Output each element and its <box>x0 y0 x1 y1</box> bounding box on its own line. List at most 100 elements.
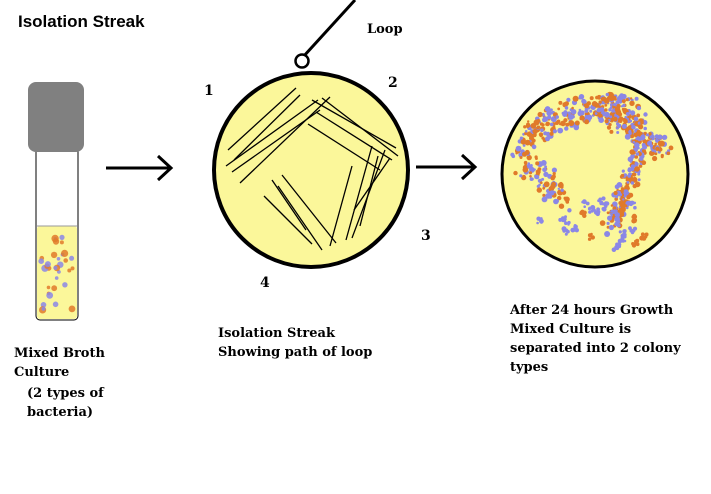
isolated-colony <box>601 196 606 201</box>
colony <box>542 167 547 173</box>
colony <box>618 117 622 122</box>
colony <box>526 122 530 127</box>
colony <box>636 105 642 111</box>
colony <box>515 145 522 152</box>
colony <box>604 119 609 124</box>
colony <box>595 95 599 100</box>
colony <box>635 152 640 156</box>
colony <box>630 181 635 185</box>
colony <box>522 174 526 178</box>
arrow-2 <box>416 153 478 181</box>
isolated-colony <box>628 200 633 205</box>
isolated-colony <box>590 209 594 213</box>
colony <box>544 165 547 169</box>
isolated-colony <box>631 242 635 246</box>
colony <box>540 128 544 132</box>
colony <box>571 106 574 110</box>
colony <box>550 183 556 190</box>
test-tube <box>28 82 84 321</box>
colony <box>609 107 612 110</box>
colony <box>654 152 658 156</box>
isolated-colony <box>623 235 627 239</box>
colony <box>544 106 551 112</box>
colony <box>584 103 590 109</box>
colony <box>565 200 570 204</box>
broth-bacterium <box>52 301 59 308</box>
colony <box>628 129 632 133</box>
colony <box>609 103 614 107</box>
colony <box>618 112 623 117</box>
colony <box>654 142 657 146</box>
colony <box>567 111 571 115</box>
colony <box>637 121 642 125</box>
colony <box>621 98 626 104</box>
colony <box>542 186 546 190</box>
colony <box>604 108 608 112</box>
colony <box>616 123 622 129</box>
colony <box>598 113 603 119</box>
colony <box>621 123 627 129</box>
colony <box>568 114 574 120</box>
colony <box>638 124 644 130</box>
isolated-colony <box>564 228 569 232</box>
colony <box>643 112 648 117</box>
colony <box>642 148 646 153</box>
colony <box>533 129 537 133</box>
colony <box>558 100 563 105</box>
colony <box>634 161 639 166</box>
isolated-colony <box>564 232 568 236</box>
colony <box>510 152 515 157</box>
colony <box>578 96 582 100</box>
colony <box>614 197 618 201</box>
tube-caption: Mixed Broth Culture (2 types of bacteria… <box>14 344 105 422</box>
colony <box>526 152 530 155</box>
broth-bacterium <box>41 306 46 311</box>
colony <box>614 184 620 190</box>
tube-cap <box>28 82 84 152</box>
colony <box>527 120 530 123</box>
broth-bacterium <box>61 249 69 257</box>
tube-caption-line2: Culture <box>14 365 70 380</box>
colony <box>519 136 524 140</box>
colony <box>541 196 548 203</box>
colony <box>636 129 641 134</box>
colony <box>531 144 537 150</box>
colony <box>625 112 630 116</box>
colony <box>584 108 589 113</box>
colony <box>549 122 554 127</box>
colony <box>662 134 668 140</box>
broth-bacterium <box>63 258 68 263</box>
colony <box>620 187 625 191</box>
colony <box>533 168 536 171</box>
colony <box>557 195 562 201</box>
colony <box>536 187 542 193</box>
colony <box>640 121 644 125</box>
colony <box>628 159 632 162</box>
colony <box>564 126 569 131</box>
colony <box>651 149 655 152</box>
isolated-colony <box>621 204 626 209</box>
broth-bacterium <box>44 261 51 268</box>
isolated-colony <box>585 201 590 206</box>
isolated-colony <box>633 227 637 231</box>
colony <box>584 119 590 125</box>
colony <box>606 211 610 215</box>
streak-lines <box>225 87 399 251</box>
colony <box>604 231 611 237</box>
colony <box>543 171 549 177</box>
colony <box>641 160 647 165</box>
colony <box>596 107 602 113</box>
growth-caption: After 24 hours Growth Mixed Culture is s… <box>510 301 681 377</box>
broth-bacterium <box>50 251 58 259</box>
colony <box>513 170 518 176</box>
colony <box>647 140 652 146</box>
colony <box>606 125 612 130</box>
isolated-colony <box>631 214 636 220</box>
colony <box>528 171 533 175</box>
colony <box>626 181 630 184</box>
colony <box>608 123 612 127</box>
colony <box>562 102 568 108</box>
colony <box>612 201 618 207</box>
colony <box>637 172 641 176</box>
